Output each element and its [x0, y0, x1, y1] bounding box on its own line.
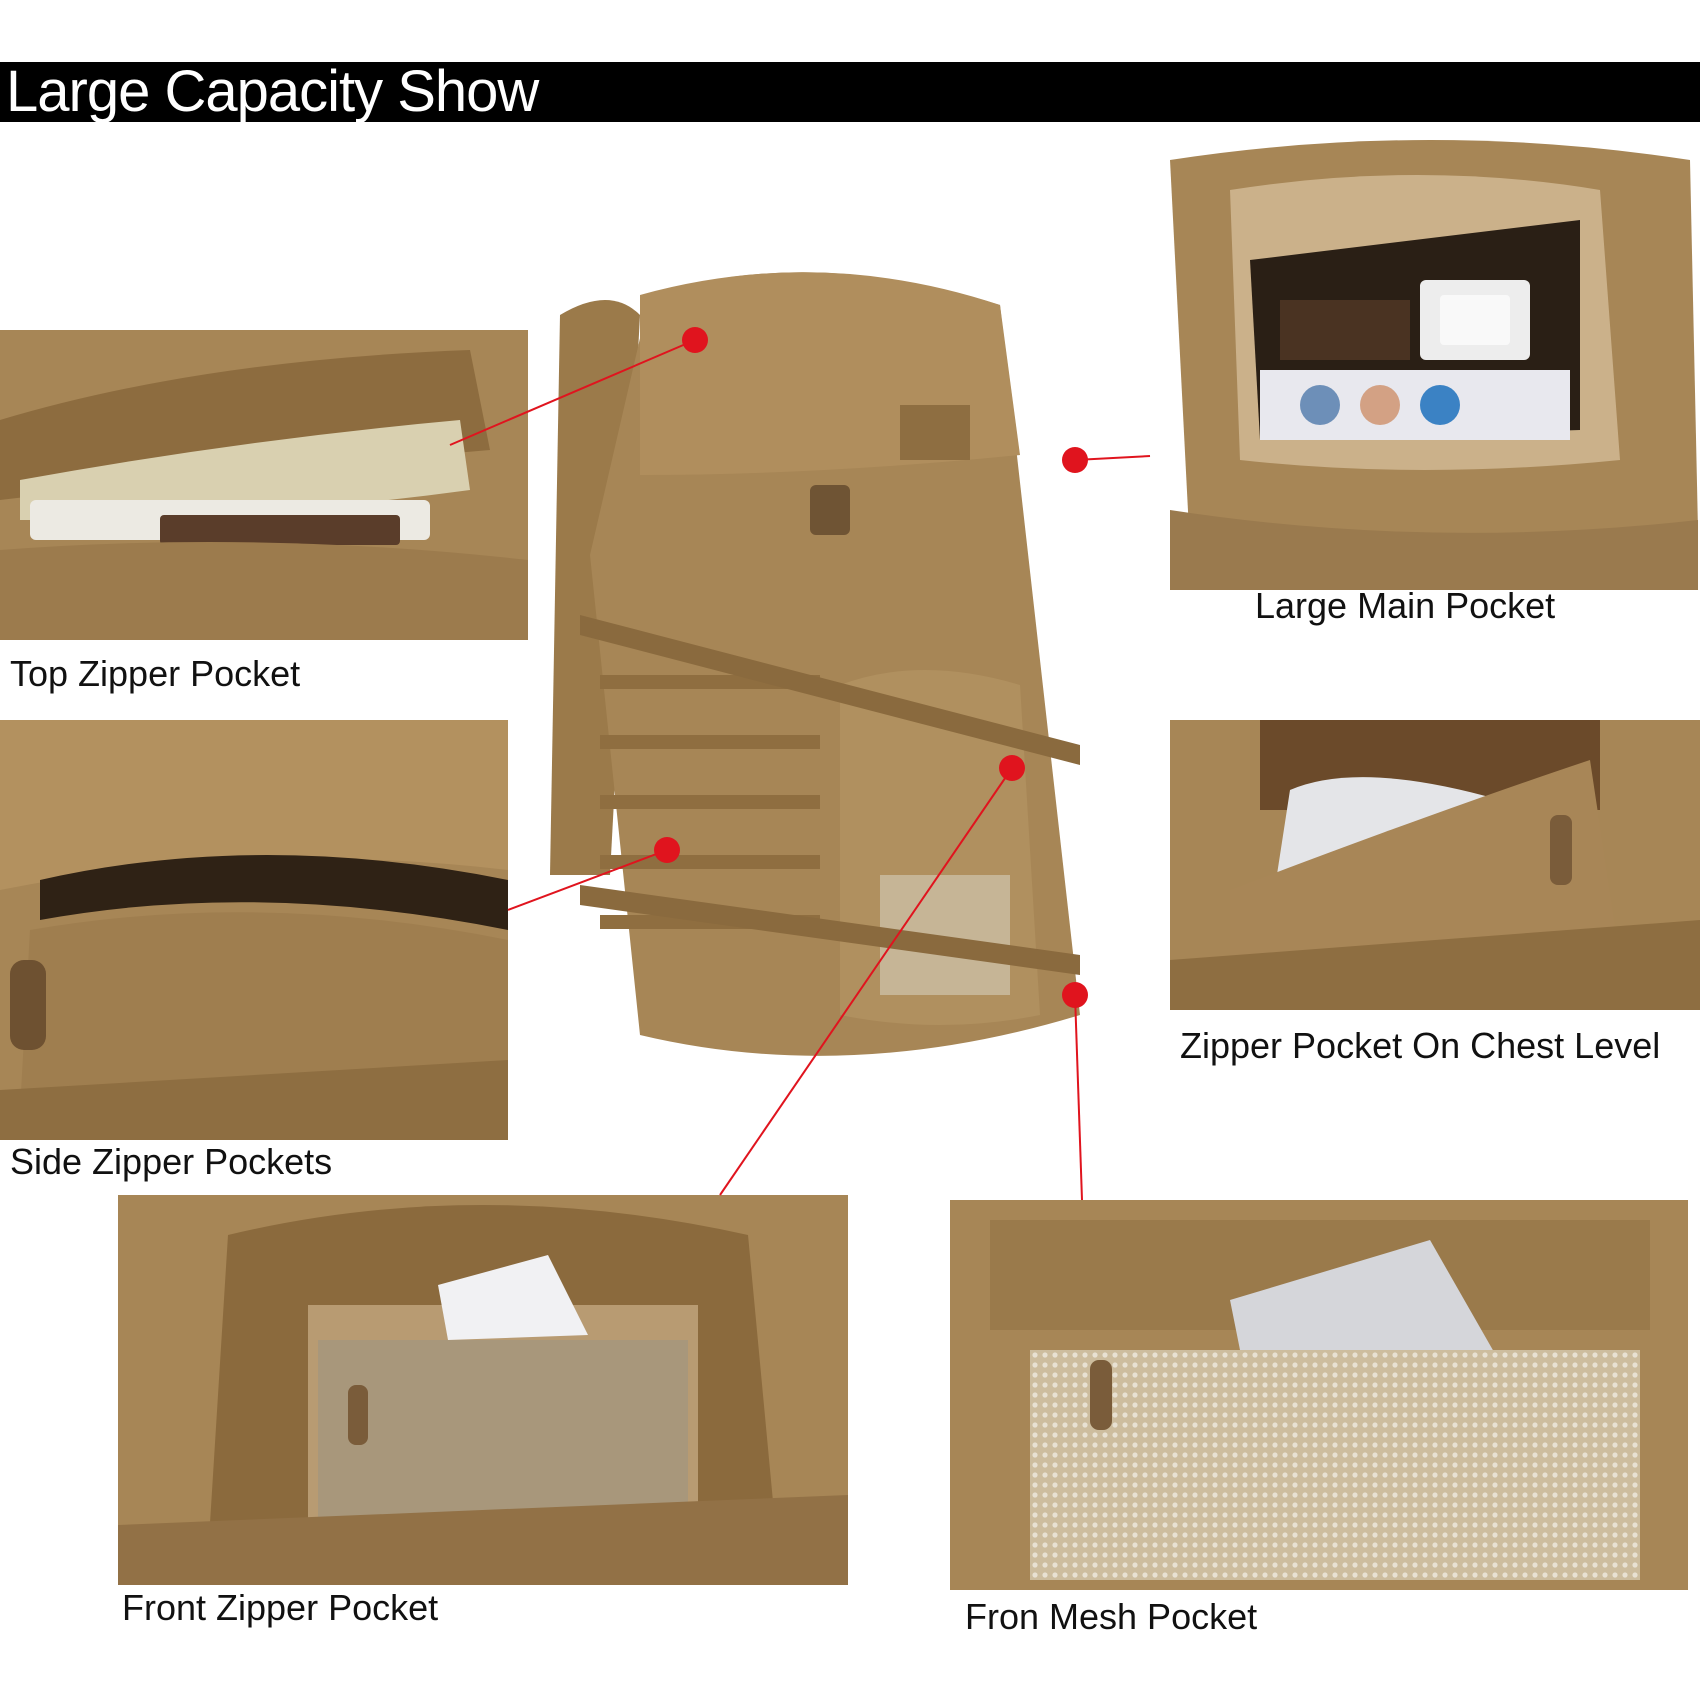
- side-zipper-pockets-caption: Side Zipper Pockets: [10, 1141, 333, 1182]
- top-zipper-pocket-caption: Top Zipper Pocket: [10, 653, 301, 694]
- front-zipper-pocket-photo: [118, 1195, 848, 1585]
- chest-level-pocket-caption: Zipper Pocket On Chest Level: [1180, 1025, 1661, 1066]
- page-title: Large Capacity Show: [6, 59, 539, 124]
- side-zipper-pockets-photo: [0, 720, 508, 1140]
- top-zipper-pocket-photo: [0, 330, 528, 640]
- large-main-pocket-photo: [1150, 130, 1700, 590]
- backpack-main-photo: [520, 255, 1180, 1195]
- front-mesh-pocket-photo: [950, 1200, 1688, 1590]
- front-zipper-pocket-caption: Front Zipper Pocket: [122, 1587, 439, 1628]
- chest-level-pocket-photo: [1170, 720, 1700, 1010]
- large-main-pocket-caption: Large Main Pocket: [1255, 585, 1556, 626]
- title-bar: Large Capacity Show: [0, 62, 1700, 122]
- front-mesh-pocket-caption: Fron Mesh Pocket: [965, 1596, 1258, 1637]
